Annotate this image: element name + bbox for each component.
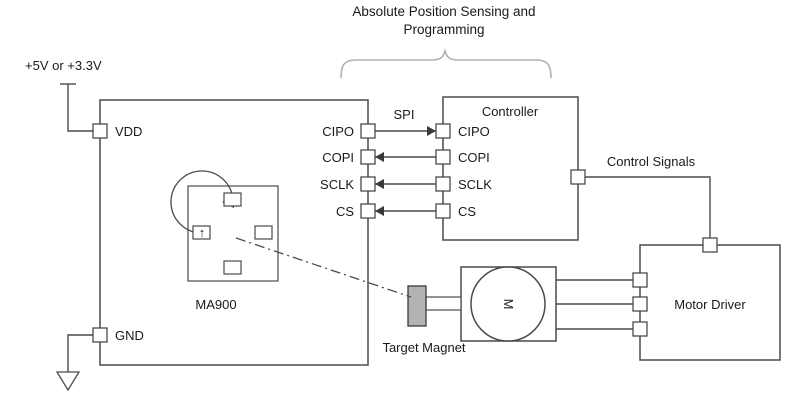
sensor-rotation-arc <box>170 170 234 234</box>
controller-sclk-pin <box>435 176 451 192</box>
motor-driver-pin-c <box>632 321 648 337</box>
sensor-arrow-glyph: ↑ <box>199 225 206 240</box>
ma900-copi-label: COPI <box>322 150 354 165</box>
gnd-wire <box>67 334 93 372</box>
motor-driver-pin-b <box>632 296 648 312</box>
grouping-brace <box>340 48 552 79</box>
ma900-cs-label: CS <box>336 204 354 219</box>
controller-title: Controller <box>482 104 539 119</box>
sensor-arrow-box <box>192 225 211 240</box>
cs-arrowhead <box>375 206 384 216</box>
power-supply-label: +5V or +3.3V <box>25 58 102 73</box>
sensor-pad-top <box>223 192 242 207</box>
motor-shaft <box>425 296 462 311</box>
motor-circle <box>470 266 546 342</box>
controller-copi-pin <box>435 149 451 165</box>
ground-symbol-icon <box>55 371 81 392</box>
controller-copi-label: COPI <box>458 150 490 165</box>
diagram-title-line1: Absolute Position Sensing and <box>352 4 535 19</box>
gnd-pin-label: GND <box>115 328 144 343</box>
controller-cs-pin <box>435 203 451 219</box>
target-magnet <box>407 285 427 327</box>
vdd-pin <box>92 123 108 139</box>
motor-driver-block <box>639 244 781 361</box>
control-signals-wire <box>585 176 711 238</box>
gnd-pin <box>92 327 108 343</box>
sensor-pad-right <box>254 225 273 240</box>
motor-label: M <box>501 299 516 310</box>
vdd-pin-label: VDD <box>115 124 142 139</box>
controller-block <box>442 96 579 241</box>
ma900-sclk-pin <box>360 176 376 192</box>
controller-sclk-label: SCLK <box>458 177 492 192</box>
diagram-title-line2: Programming <box>403 22 484 37</box>
ma900-copi-pin <box>360 149 376 165</box>
motor-driver-pin-a <box>632 272 648 288</box>
cipo-arrowhead <box>427 126 436 136</box>
controller-cs-label: CS <box>458 204 476 219</box>
copi-arrowhead <box>375 152 384 162</box>
ma900-sclk-label: SCLK <box>320 177 354 192</box>
ma900-cipo-pin <box>360 123 376 139</box>
sensor-icon: ↑ <box>170 170 279 282</box>
sclk-arrowhead <box>375 179 384 189</box>
ma900-label: MA900 <box>195 297 236 312</box>
controller-cipo-pin <box>435 123 451 139</box>
sensor-pad-bottom <box>223 260 242 275</box>
ma900-cs-pin <box>360 203 376 219</box>
motor-driver-top-pin <box>702 237 718 253</box>
ma900-cipo-label: CIPO <box>322 124 354 139</box>
controller-cipo-label: CIPO <box>458 124 490 139</box>
power-wire <box>67 84 93 132</box>
controller-output-pin <box>570 169 586 185</box>
spi-bus-label: SPI <box>394 107 415 122</box>
target-magnet-label: Target Magnet <box>382 340 465 355</box>
motor-driver-label: Motor Driver <box>674 297 746 312</box>
control-signals-label: Control Signals <box>607 154 696 169</box>
